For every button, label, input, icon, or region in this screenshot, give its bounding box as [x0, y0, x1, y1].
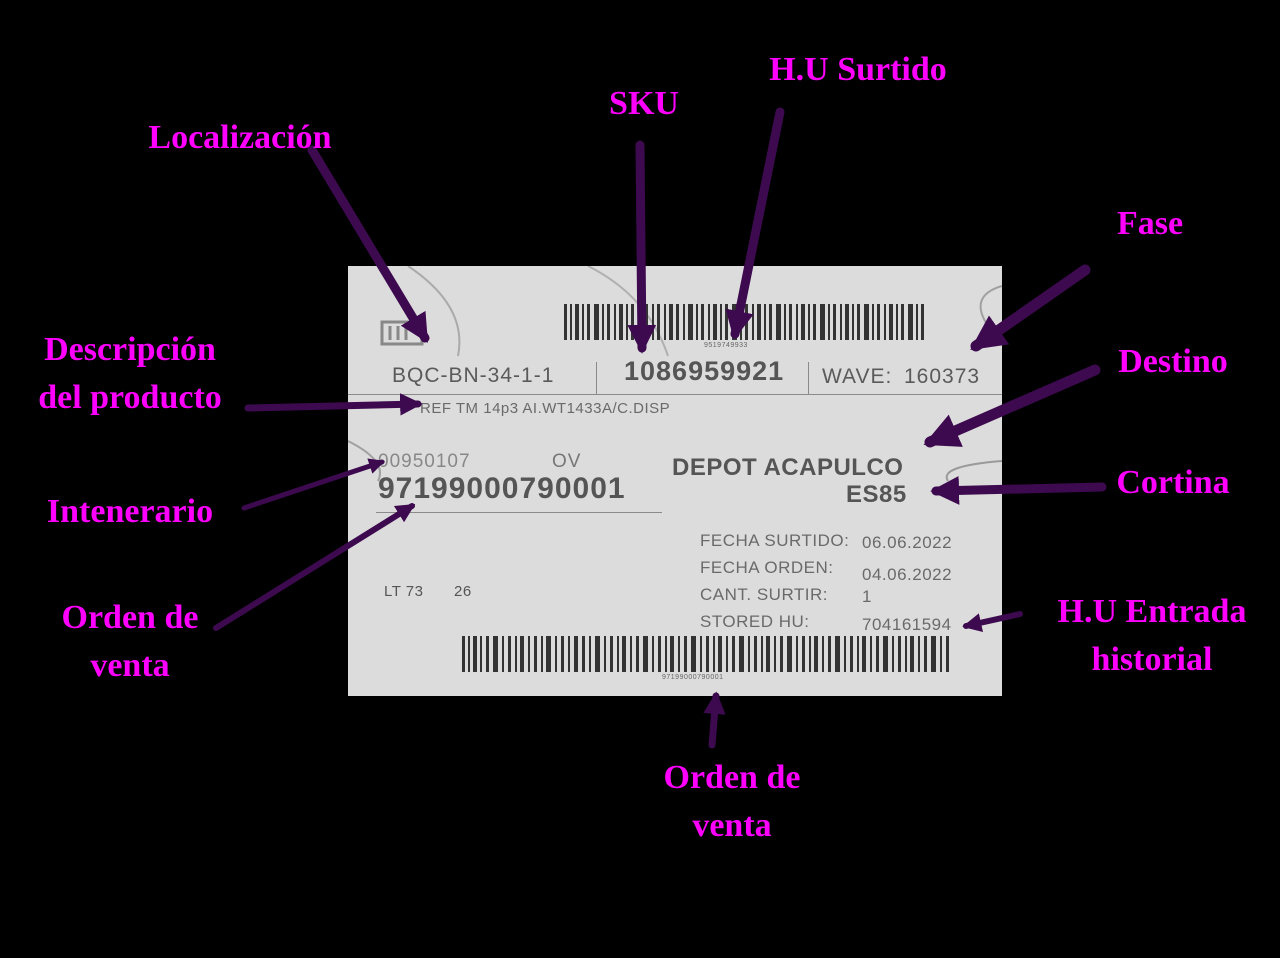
arrow-localizacion — [307, 145, 430, 343]
callout-cortina: Cortina — [1116, 464, 1230, 501]
arrow-fase — [970, 264, 1091, 352]
arrow-intenerario — [241, 458, 386, 511]
callout-hu-entrada: H.U Entrada historial — [1057, 593, 1247, 678]
lt-value: 26 — [454, 583, 472, 600]
fecha-orden-value: 04.06.2022 — [862, 565, 953, 584]
lt-label: LT 73 — [384, 583, 424, 600]
top-barcode-number: 9519749933 — [704, 342, 748, 349]
callout-destino: Destino — [1118, 343, 1228, 380]
cant-surtir-label: CANT. SURTIR: — [700, 585, 829, 604]
destination-name: DEPOT ACAPULCO — [672, 454, 904, 481]
callout-fase: Fase — [1116, 205, 1184, 242]
arrow-cortina — [930, 476, 1107, 505]
callout-hu-surtido: H.U Surtido — [769, 51, 947, 88]
callout-orden-venta-left: Orden de venta — [61, 599, 199, 684]
callout-sku: SKU — [609, 85, 679, 122]
callout-descripcion: Descripción del producto — [38, 331, 222, 416]
divider-sku-wave — [808, 362, 809, 394]
bottom-barcode-number: 97199000790001 — [662, 674, 724, 681]
arrow-hu-surtido — [725, 107, 785, 340]
header-divider — [348, 394, 1002, 395]
dock-code: ES85 — [846, 481, 907, 508]
stored-hu-value: 704161594 — [862, 615, 952, 634]
sales-order-number: 97199000790001 — [378, 472, 626, 505]
arrow-orden-venta-bottom — [703, 691, 726, 749]
bottom-barcode — [462, 636, 950, 672]
arrow-descripcion — [244, 393, 423, 416]
fecha-surtido-value: 06.06.2022 — [862, 533, 953, 552]
cant-surtir-value: 1 — [862, 587, 872, 606]
arrow-orden-venta-left — [213, 503, 416, 631]
arrow-hu-entrada — [962, 611, 1023, 633]
wave-number: 160373 — [904, 365, 981, 388]
location-code: BQC-BN-34-1-1 — [392, 364, 555, 387]
shipping-label: 9519749933 BQC-BN-34-1-1 1086959921 WAVE… — [348, 266, 1002, 696]
callout-orden-venta-bottom: Orden de venta — [663, 759, 801, 844]
arrow-destino — [923, 364, 1101, 448]
arrow-sku — [627, 140, 657, 354]
ov-label: OV — [552, 451, 582, 472]
fecha-surtido-label: FECHA SURTIDO: — [700, 531, 850, 550]
top-barcode — [564, 304, 930, 340]
route-number: 00950107 — [378, 451, 471, 472]
sales-order-underline — [376, 512, 662, 513]
product-description: REF TM 14p3 AI.WT1433A/C.DISP — [420, 400, 671, 417]
fecha-orden-label: FECHA ORDEN: — [700, 558, 834, 577]
wave-label: WAVE: — [822, 365, 893, 388]
sku-number: 1086959921 — [624, 356, 785, 386]
callout-localizacion: Localización — [148, 119, 332, 156]
divider-location-sku — [596, 362, 597, 394]
stored-hu-label: STORED HU: — [700, 612, 810, 631]
callout-intenerario: Intenerario — [46, 493, 214, 530]
